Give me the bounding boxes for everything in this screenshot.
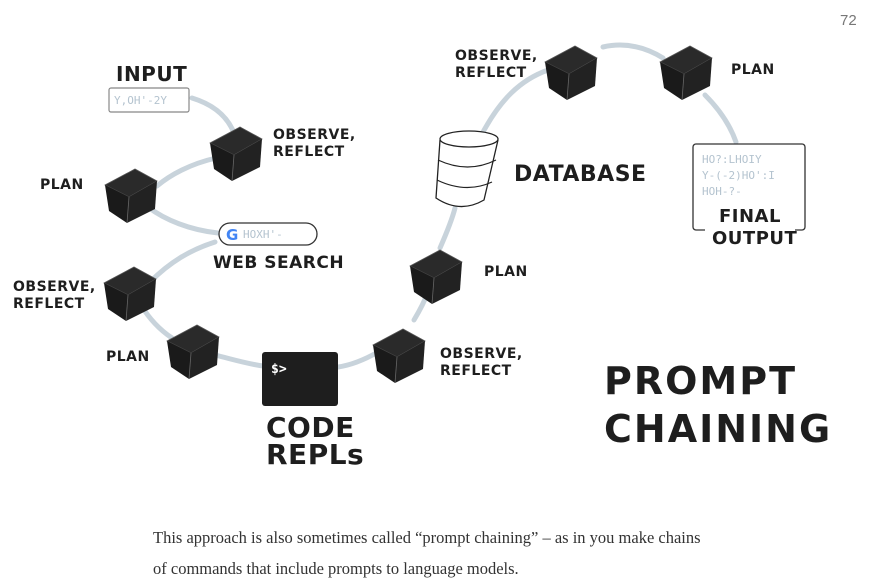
input-box (108, 87, 190, 113)
node-label: OBSERVE, (13, 279, 96, 295)
connector-plan-websearch (145, 204, 221, 236)
cube-icon (372, 328, 426, 384)
web-search-box-text: HOXH'- (243, 228, 283, 241)
connector-plan-code (212, 352, 266, 369)
diagram-title: CHAINING (604, 407, 832, 451)
connectors (138, 42, 739, 370)
terminal-prompt: $> (271, 362, 287, 377)
node-label: PLAN (731, 62, 775, 78)
web-search-label: WEB SEARCH (213, 253, 344, 273)
code-label: REPLs (266, 438, 364, 471)
connector-observe-plan (154, 155, 219, 189)
connector-database-observe (479, 67, 551, 137)
final-output-text: HO?:LHOIY (702, 153, 762, 166)
final-output-label: OUTPUT (712, 228, 798, 249)
final-output-text: Y-(-2)HO':I (702, 169, 775, 182)
input-label: INPUT (116, 62, 187, 86)
code-label: CODE (266, 411, 355, 444)
cube-icon (166, 324, 220, 380)
connector-plan-database (437, 205, 458, 251)
cube-icon (409, 249, 463, 305)
terminal-icon (262, 352, 338, 406)
input-box-text: Y,OH'-2Y (114, 94, 167, 107)
google-icon: G (226, 226, 238, 244)
connector-websearch-observe (147, 239, 218, 285)
node-label: OBSERVE, (273, 127, 356, 143)
cube-icon (209, 126, 263, 182)
node-label: PLAN (484, 264, 528, 280)
node-label: PLAN (106, 349, 150, 365)
cube-icon (104, 168, 158, 224)
connector-plan-output (702, 92, 739, 145)
cube-icon (659, 45, 713, 101)
node-label: OBSERVE, (440, 346, 523, 362)
node-label: PLAN (40, 177, 84, 193)
diagram-title: PROMPT (604, 359, 797, 403)
database-icon (435, 130, 499, 208)
page-number: 72 (840, 12, 857, 29)
node-label: REFLECT (455, 65, 527, 81)
connector-code-observe (335, 349, 381, 370)
connector-observe-plan4 (600, 42, 666, 61)
connector-input-observe (189, 95, 237, 136)
web-search-box (218, 222, 318, 246)
cube-icon (544, 45, 598, 101)
database-label: DATABASE (514, 162, 647, 187)
node-label: OBSERVE, (455, 48, 538, 64)
caption-text: This approach is also sometimes called “… (153, 528, 701, 578)
final-output-text: HOH-?- (702, 185, 742, 198)
final-output-label: FINAL (719, 206, 781, 227)
prompt-chaining-diagram: INPUT Y,OH'-2Y OBSERVE, REFLECT PLAN G H… (13, 42, 832, 471)
node-label: REFLECT (273, 144, 345, 160)
node-label: REFLECT (440, 363, 512, 379)
node-label: REFLECT (13, 296, 85, 312)
